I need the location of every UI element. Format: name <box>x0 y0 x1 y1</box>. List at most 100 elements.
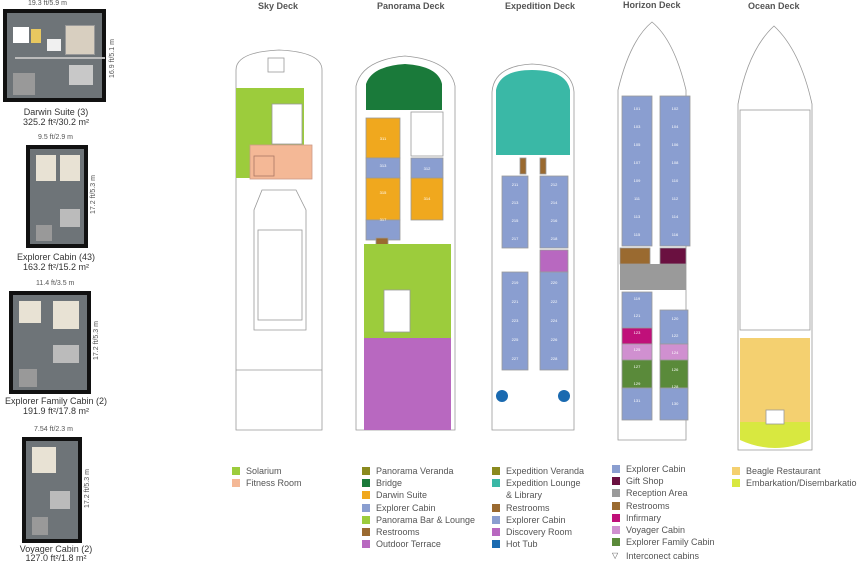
cabin-number-label: 212 <box>551 182 558 187</box>
legend-swatch <box>612 501 620 510</box>
cabin-area: 325.2 ft²/30.2 m² <box>22 117 90 127</box>
legend-swatch <box>492 467 500 475</box>
legend-item: Explorer Family Cabin <box>612 537 715 549</box>
legend-item: Restrooms <box>362 527 475 539</box>
legend-item: Expedition Veranda <box>492 466 584 478</box>
legend-item: & Library <box>492 490 584 502</box>
legend-swatch <box>732 467 740 475</box>
legend-item: Fitness Room <box>232 478 302 490</box>
cabin-number-label: 316 <box>424 226 431 231</box>
cabin-explorer-family: 11.4 ft/3.5 m 17.2 ft/5.3 m Explorer Fam… <box>0 280 112 416</box>
cabin-name: Voyager Cabin (2) <box>19 544 93 554</box>
cabin-floorplan <box>3 9 106 102</box>
cabin-number-label: 223 <box>512 318 519 323</box>
cabin-number-label: 213 <box>512 200 519 205</box>
cabin-number-label: 110 <box>672 178 679 183</box>
cabin-name: Explorer Cabin (43) <box>16 252 96 262</box>
legend-swatch <box>612 525 620 534</box>
cabin-number-label: 119 <box>634 296 641 301</box>
legend-label: Explorer Cabin <box>506 514 566 525</box>
legend-label: Restrooms <box>506 502 550 513</box>
cabin-number-label: 317 <box>380 217 387 222</box>
cabin-number-label: 220 <box>551 280 558 285</box>
expedition-deck-plan <box>491 63 575 431</box>
legend-item: Panorama Veranda <box>362 466 475 478</box>
legend-item: Solarium <box>232 466 302 478</box>
legend-swatch <box>362 479 370 488</box>
cabin-number-label: 113 <box>634 214 641 219</box>
down-triangle-icon: ▽ <box>612 551 619 561</box>
cabin-darwin-suite: 19.3 ft/5.9 m 16.9 ft/5.1 m Darwin Suite… <box>0 0 116 128</box>
cabin-number-label: 227 <box>512 356 519 361</box>
legend-swatch <box>612 513 620 522</box>
legend-label: & Library <box>506 490 543 501</box>
deck-title-ocean: Ocean Deck <box>748 1 800 11</box>
legend-item: Explorer Cabin <box>492 515 584 527</box>
deck-title-expedition: Expedition Deck <box>505 1 576 11</box>
legend-item: Panorama Bar & Lounge <box>362 515 475 527</box>
horizon-deck-plan <box>617 21 691 441</box>
cabin-number-label: 115 <box>634 232 641 237</box>
legend-swatch <box>732 479 740 488</box>
legend-swatch <box>492 479 500 488</box>
legend-swatch <box>612 477 620 486</box>
cabin-number-label: 120 <box>672 316 679 321</box>
legend-horizon: Explorer Cabin Gift Shop Reception Area … <box>612 464 715 564</box>
legend-label: Panorama Bar & Lounge <box>376 514 476 525</box>
cabin-number-label: 211 <box>512 182 519 187</box>
cabin-number-label: 226 <box>551 337 558 342</box>
legend-item: Embarkation/Disembarkation <box>732 478 857 490</box>
legend-swatch <box>362 467 370 475</box>
cabin-number-label: 129 <box>634 381 641 386</box>
cabin-number-label: 114 <box>672 214 679 219</box>
cabin-number-label: 102 <box>672 106 679 111</box>
cabin-number-label: 116 <box>672 232 679 237</box>
cabin-number-label: 219 <box>512 280 519 285</box>
deck-title-horizon: Horizon Deck <box>623 0 681 10</box>
legend-label: Outdoor Terrace <box>376 539 441 550</box>
cabin-number-label: 101 <box>634 106 641 111</box>
cabin-voyager: 7.54 ft/2.3 m 17.2 ft/5.3 m Voyager Cabi… <box>0 426 112 565</box>
cabin-number-label: 314 <box>424 196 431 201</box>
cabin-number-label: 222 <box>551 299 558 304</box>
cabin-number-label: 104 <box>672 124 679 129</box>
legend-item: Gift Shop <box>612 476 715 488</box>
cabin-number-label: 106 <box>672 142 679 147</box>
legend-item: Explorer Cabin <box>362 503 475 515</box>
cabin-number-label: 225 <box>512 337 519 342</box>
cabin-area: 191.9 ft²/17.8 m² <box>22 406 90 416</box>
cabin-number-label: 122 <box>672 333 679 338</box>
cabin-number-label: 127 <box>634 364 641 369</box>
cabin-number-label: 312 <box>424 166 431 171</box>
cabin-number-label: 105 <box>634 142 641 147</box>
sky-deck-plan <box>235 49 323 431</box>
legend-label: Panorama Veranda <box>376 466 454 476</box>
cabin-floorplan <box>22 437 82 543</box>
legend-label: Voyager Cabin <box>626 524 686 535</box>
cabin-number-label: 124 <box>672 350 679 355</box>
legend-swatch <box>612 538 620 547</box>
deck-title-panorama: Panorama Deck <box>377 1 445 11</box>
cabin-number-label: 216 <box>551 218 558 223</box>
cabin-number-label: 217 <box>512 236 519 241</box>
legend-label: Explorer Cabin <box>376 502 436 513</box>
cabin-number-label: 224 <box>551 318 558 323</box>
cabin-number-label: 313 <box>380 163 387 168</box>
cabin-width-dim: 7.54 ft/2.3 m <box>34 426 73 433</box>
legend-swatch <box>612 465 620 473</box>
cabin-floorplan <box>26 145 88 248</box>
legend-label: Restrooms <box>626 500 670 511</box>
cabin-width-dim: 11.4 ft/3.5 m <box>36 280 75 287</box>
cabin-number-label: 109 <box>634 178 641 183</box>
legend-label: Beagle Restaurant <box>746 466 821 476</box>
cabin-width-dim: 19.3 ft/5.9 m <box>28 0 67 7</box>
legend-item: Reception Area <box>612 488 715 500</box>
cabin-number-label: 215 <box>512 218 519 223</box>
legend-label: Discovery Room <box>506 526 573 537</box>
legend-label: Hot Tub <box>506 539 538 550</box>
cabin-number-label: 130 <box>672 401 679 406</box>
legend-label: Expedition Veranda <box>506 466 585 476</box>
legend-swatch <box>492 503 500 512</box>
legend-label: Reception Area <box>626 488 688 499</box>
